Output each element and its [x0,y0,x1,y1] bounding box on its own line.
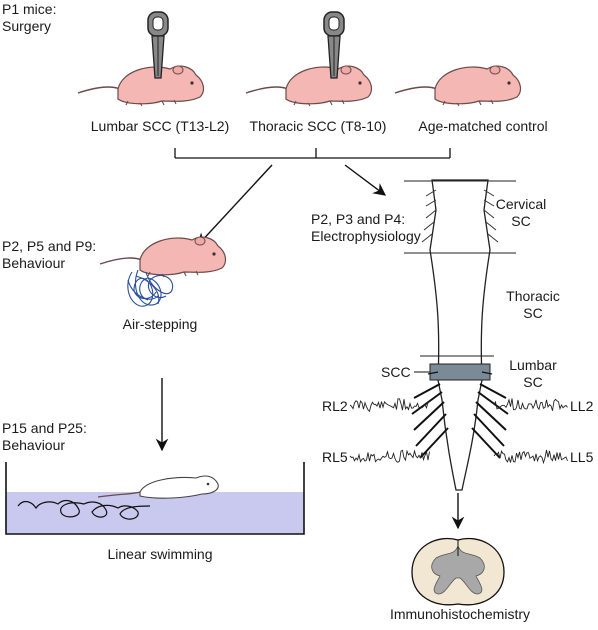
cervical-roots [421,189,499,243]
thoracic-label-line2: SC [523,305,543,321]
rl5-label: RL5 [322,449,348,465]
pup-control [394,65,522,107]
cervical-label-line1: Cervical [495,196,547,212]
pup-lumbar-scc [77,11,205,107]
lumbar-label-line2: SC [523,374,543,390]
trace-rl2 [349,398,430,413]
trace-rl5 [349,449,430,463]
group-label-lumbar: Lumbar SCC (T13-L2) [90,118,230,134]
behaviour-late-line1: P15 and P25: [2,420,87,436]
ll2-label: LL2 [570,398,594,414]
group-label-thoracic: Thoracic SCC (T8-10) [249,118,387,134]
swimming-tank [5,462,305,535]
emg-traces [349,398,568,465]
ll5-label: LL5 [570,449,594,465]
air-stepping-label: Air-stepping [122,316,198,332]
immunohistochemistry-label: Immunohistochemistry [389,606,531,622]
rl2-label: RL2 [322,398,348,414]
swimming-mouse [97,475,219,499]
thoracic-label-line1: Thoracic [506,288,560,304]
arrow-to-electrophysiology [344,164,387,196]
pup-thoracic-scc [245,11,373,107]
lumbar-roots [411,371,509,459]
trace-ll5 [493,449,568,465]
scc-label: SCC [381,364,411,380]
lumbar-compression-block [429,363,491,381]
behaviour-late-line2: Behaviour [2,437,66,453]
group-label-control: Age-matched control [418,118,548,134]
linear-swimming-label: Linear swimming [107,546,213,562]
trace-ll2 [493,398,568,411]
surgery-heading-line2: Surgery [2,18,52,34]
behaviour-early-line2: Behaviour [2,255,66,271]
air-stepping-pup [99,236,227,307]
lumbar-label-line1: Lumbar [509,357,557,373]
group-bracket [174,148,451,159]
electrophysiology-line1: P2, P3 and P4: [311,211,406,227]
surgery-heading-line1: P1 mice: [2,1,57,17]
cord-cross-section [411,537,505,606]
cervical-label-line2: SC [511,213,531,229]
swimming-trajectory [17,499,151,520]
spinal-cord [404,179,516,491]
behaviour-early-line1: P2, P5 and P9: [2,238,97,254]
arrow-to-behaviour-early [197,164,273,246]
air-stepping-trajectory [127,269,174,307]
electrophysiology-line2: Electrophysiology [311,228,421,244]
